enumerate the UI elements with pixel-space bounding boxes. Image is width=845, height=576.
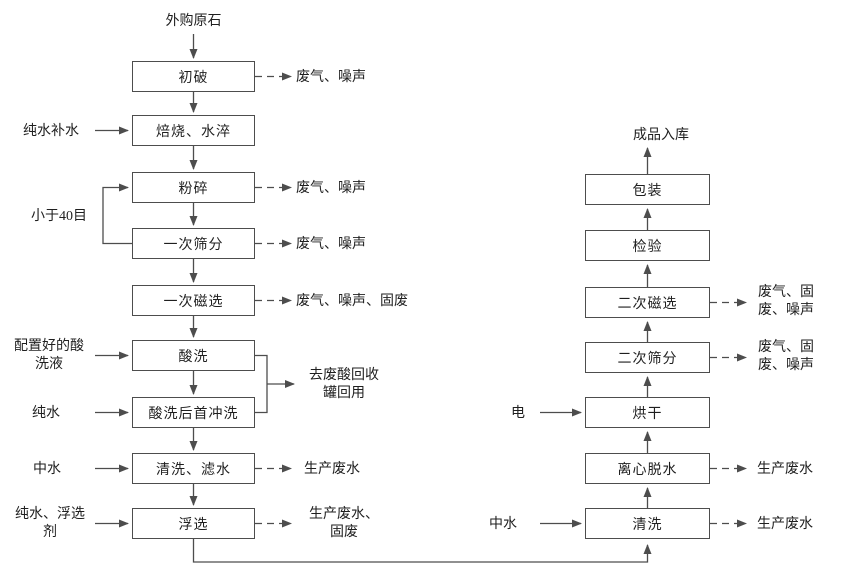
output-label-gas-noise-1: 废气、噪声	[296, 70, 366, 85]
output-label-acid-recovery: 去废酸回收罐回用	[309, 368, 379, 401]
output-label-gas-noise-3: 废气、噪声	[296, 237, 366, 252]
output-label-wastewater-2: 生产废水	[757, 462, 813, 477]
input-arrows	[95, 126, 582, 528]
process-box-acid-wash: 酸洗	[132, 340, 255, 371]
input-label-pure-water: 纯水	[32, 406, 60, 421]
dashed-emission-arrows	[255, 72, 747, 528]
process-box-roast-quench: 焙烧、水淬	[132, 115, 255, 146]
process-box-centrifuge: 离心脱水	[585, 453, 710, 484]
input-label-pickling-solution: 配置好的酸洗液	[14, 339, 84, 372]
process-box-drying: 烘干	[585, 397, 710, 428]
process-box-inspection: 检验	[585, 230, 710, 261]
output-label-wastewater-3: 生产废水	[757, 517, 813, 532]
output-label-gas-noise-2: 废气、噪声	[296, 181, 366, 196]
process-box-pulverize: 粉碎	[132, 172, 255, 203]
process-box-initial-crush: 初破	[132, 61, 255, 92]
output-label-wastewater-1: 生产废水	[304, 462, 360, 477]
process-box-second-screen: 二次筛分	[585, 342, 710, 373]
process-box-packaging: 包装	[585, 174, 710, 205]
process-box-first-magnetic: 一次磁选	[132, 285, 255, 316]
output-label-gas-solid-noise-1: 废气、固废、噪声	[758, 285, 814, 318]
input-label-reclaimed-water: 中水	[33, 462, 61, 477]
recycle-loop-arrow	[102, 183, 132, 245]
input-label-electricity: 电	[511, 406, 525, 421]
input-label-pure-water-makeup: 纯水补水	[23, 124, 79, 139]
process-box-flotation: 浮选	[132, 508, 255, 539]
process-box-first-rinse: 酸洗后首冲洗	[132, 397, 255, 428]
recycle-loop-label: 小于40目	[31, 209, 87, 224]
finished-product-label: 成品入库	[633, 128, 689, 143]
process-box-first-screen: 一次筛分	[132, 228, 255, 259]
acid-recovery-connector	[255, 354, 295, 414]
process-box-clean-filter: 清洗、滤水	[132, 453, 255, 484]
output-label-gas-noise-solid: 废气、噪声、固废	[296, 294, 408, 309]
process-box-cleaning: 清洗	[585, 508, 710, 539]
output-label-gas-solid-noise-2: 废气、固废、噪声	[758, 340, 814, 373]
source-material-label: 外购原石	[165, 14, 222, 29]
output-label-wastewater-solid: 生产废水、固废	[309, 507, 379, 540]
input-label-flotation-agent: 纯水、浮选剂	[15, 507, 85, 540]
transfer-connector-arrow	[192, 539, 652, 563]
input-label-reclaimed-water-right: 中水	[489, 517, 517, 532]
process-box-second-magnetic: 二次磁选	[585, 287, 710, 318]
